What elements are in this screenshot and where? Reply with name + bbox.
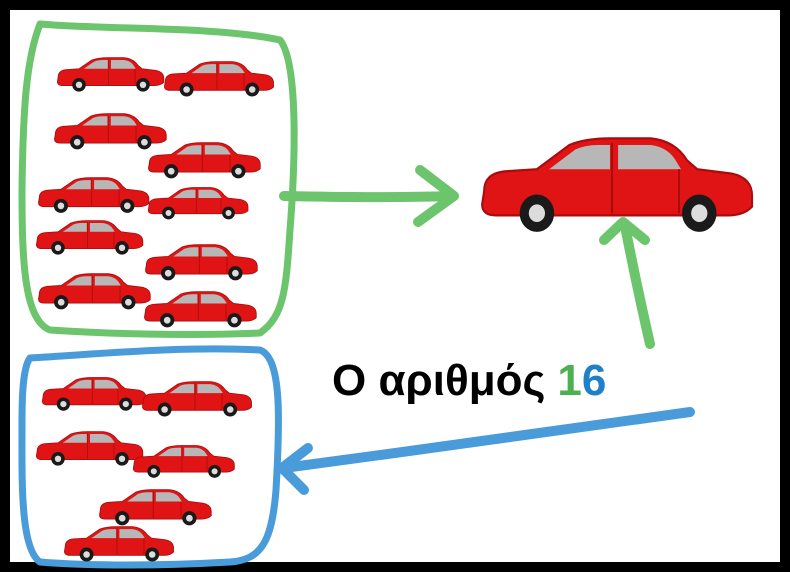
units-arrow [277,407,695,495]
tens-car [54,113,167,150]
units-car [64,526,174,562]
tens-digit: 1 [557,356,581,405]
tens-group-outline [18,20,298,338]
tens-car [38,273,151,310]
units-car [142,381,252,417]
units-car [36,431,144,467]
tens-car [36,220,144,256]
tens-car [147,187,249,220]
units-car [41,377,147,412]
tens-car [38,177,150,214]
units-car [99,489,212,526]
tens-arrow [279,165,655,349]
units-car [132,445,235,479]
tens-car [144,291,257,328]
caption-text: Ο αριθμός [332,356,545,405]
tens-car [164,61,274,97]
big-car [480,137,754,234]
tens-car [57,57,165,92]
units-group-outline [18,345,282,569]
units-cars [36,377,252,562]
units-digit: 6 [582,356,606,405]
tens-car [148,142,261,179]
tens-car [145,244,258,281]
tens-cars [36,57,274,328]
